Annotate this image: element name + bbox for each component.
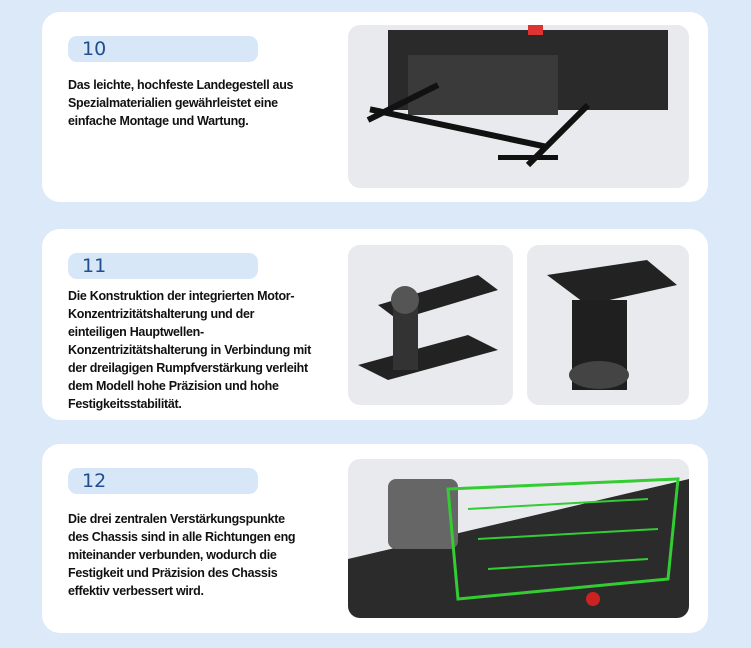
section-number: 10 xyxy=(68,36,258,62)
feature-card-11: 11 Die Konstruktion der integrierten Mot… xyxy=(42,229,708,420)
chassis-reinforcement-image xyxy=(348,459,689,618)
main-shaft-mount-image xyxy=(527,245,689,405)
motor-mount-image xyxy=(348,245,513,405)
feature-card-12: 12 Die drei zentralen Verstärkungspunkte… xyxy=(42,444,708,633)
landing-gear-image xyxy=(348,25,689,188)
section-description: Die drei zentralen Verstärkungspunkte de… xyxy=(68,512,296,598)
section-number: 12 xyxy=(68,468,258,494)
feature-card-10: 10 Das leichte, hochfeste Landegestell a… xyxy=(42,12,708,202)
section-description: Die Konstruktion der integrierten Motor-… xyxy=(68,289,311,411)
section-number: 11 xyxy=(68,253,258,279)
section-description: Das leichte, hochfeste Landegestell aus … xyxy=(68,78,294,128)
